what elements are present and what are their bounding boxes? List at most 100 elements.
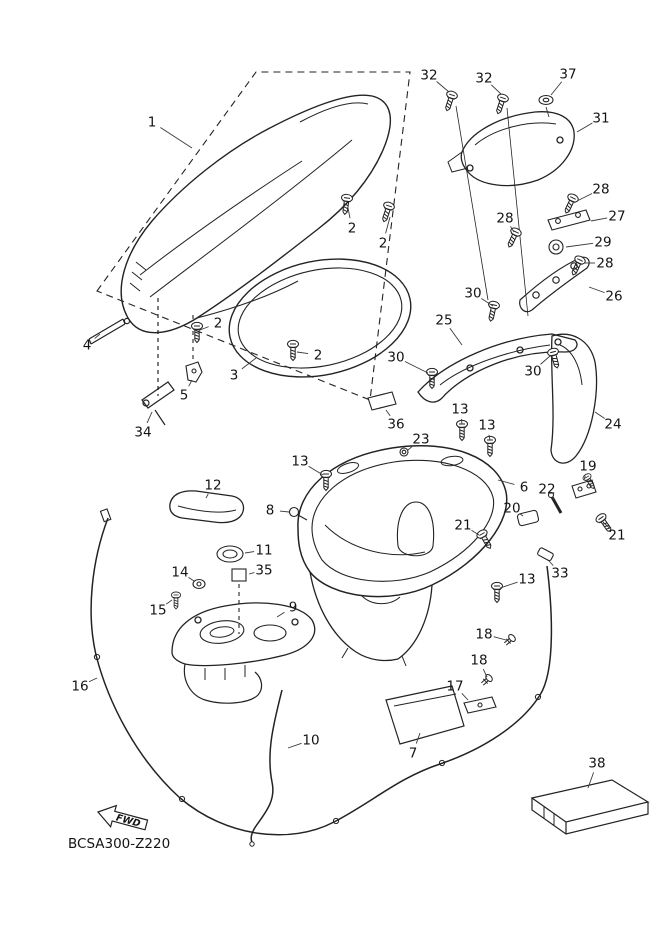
leader-line: [199, 326, 209, 331]
leader-line: [146, 411, 153, 424]
leader-line: [490, 84, 502, 95]
leader-line: [385, 216, 391, 234]
lock-base-assembly: [171, 602, 316, 704]
part-number-label: 5: [180, 388, 189, 404]
part-number-label: 31: [592, 111, 609, 127]
leader-line: [594, 411, 605, 419]
leader-line: [482, 668, 488, 678]
part-number-label: 8: [266, 503, 275, 519]
spacer-block: [231, 568, 247, 634]
carrier-bracket: [519, 256, 590, 313]
fwd-arrow: FWD: [96, 804, 149, 831]
leader-line: [188, 379, 193, 387]
assembly-lines: [455, 105, 550, 317]
part-number-label: 30: [464, 286, 481, 302]
side-panel: [550, 333, 598, 464]
part-number-label: 36: [387, 417, 404, 433]
seat-trim-ring: [228, 258, 412, 378]
part-number-label: 28: [592, 182, 609, 198]
leader-line: [590, 217, 608, 222]
leader-line: [565, 242, 594, 248]
leader-line: [497, 479, 515, 485]
part-number-label: 37: [559, 67, 576, 83]
leader-line: [460, 418, 463, 425]
part-number-label: 19: [579, 459, 596, 475]
leader-line: [602, 521, 610, 529]
leader-line: [279, 510, 290, 513]
leader-line: [510, 226, 515, 233]
leader-line: [287, 742, 302, 749]
part-number-label: 24: [604, 417, 621, 433]
part-number-label: 34: [134, 425, 151, 441]
part-number-label: 4: [83, 338, 92, 354]
seat-lock-cable: [90, 508, 553, 836]
part-number-label: 32: [475, 71, 492, 87]
leader-line: [94, 333, 101, 339]
leader-line: [583, 475, 586, 481]
part-number-label: 38: [588, 756, 605, 772]
leader-line: [276, 611, 285, 618]
mount-plate: [547, 209, 591, 231]
part-number-label: 11: [255, 543, 272, 559]
small-grommet: [399, 447, 409, 457]
under-panel: [385, 685, 465, 745]
part-number-label: 20: [503, 501, 520, 517]
cable-end-connector: [537, 547, 554, 562]
part-number-label: 21: [454, 518, 471, 534]
fasteners: [170, 89, 616, 688]
part-number-label: 29: [594, 235, 611, 251]
leader-line: [449, 327, 463, 346]
part-number-label: 10: [302, 733, 319, 749]
part-number-label: 2: [314, 348, 323, 364]
figure-code: BCSA300-Z220: [68, 836, 170, 852]
leader-line: [461, 693, 469, 701]
part-number-label: 13: [518, 572, 535, 588]
carrier-top-cover: [447, 111, 575, 187]
leader-line: [499, 581, 518, 589]
damper-ball: [288, 506, 308, 521]
part-number-label: 14: [171, 565, 188, 581]
part-number-label: 6: [520, 480, 529, 496]
leader-line: [576, 122, 593, 133]
part-number-label: 21: [608, 528, 625, 544]
owners-manual-book: [530, 779, 650, 835]
part-number-label: 9: [289, 600, 298, 616]
storage-box: [297, 445, 508, 667]
nut: [192, 578, 206, 590]
leader-line: [165, 599, 173, 605]
leader-line: [548, 560, 554, 566]
leader-line: [88, 677, 98, 683]
hinge-cover: [169, 490, 245, 524]
washer: [538, 94, 554, 106]
seat-shape: [120, 94, 391, 334]
leader-line: [588, 286, 605, 294]
damper-collar: [548, 239, 564, 255]
rear-carrier-stay: [417, 333, 578, 403]
part-number-label: 17: [446, 679, 463, 695]
lock-rod: [141, 298, 175, 426]
leader-line: [407, 445, 414, 451]
cable-bracket: [463, 696, 497, 714]
part-number-label: 12: [204, 478, 221, 494]
leader-line: [347, 207, 351, 219]
leader-line: [551, 497, 555, 501]
part-number-label: 18: [470, 653, 487, 669]
clamp: [516, 509, 540, 527]
leader-line: [540, 355, 551, 365]
leader-line: [471, 529, 480, 536]
fwd-label: FWD: [115, 813, 142, 830]
part-number-label: 33: [551, 566, 568, 582]
leader-line: [188, 577, 195, 582]
part-number-label: 32: [420, 68, 437, 84]
seat-boundary-dashed: [96, 71, 411, 401]
part-number-label: 1: [148, 115, 157, 131]
leader-line: [241, 357, 257, 370]
leader-line: [244, 551, 255, 554]
part-number-label: 28: [596, 256, 613, 272]
grommet: [216, 545, 244, 563]
leader-line: [160, 127, 193, 149]
part-number-label: 30: [524, 364, 541, 380]
